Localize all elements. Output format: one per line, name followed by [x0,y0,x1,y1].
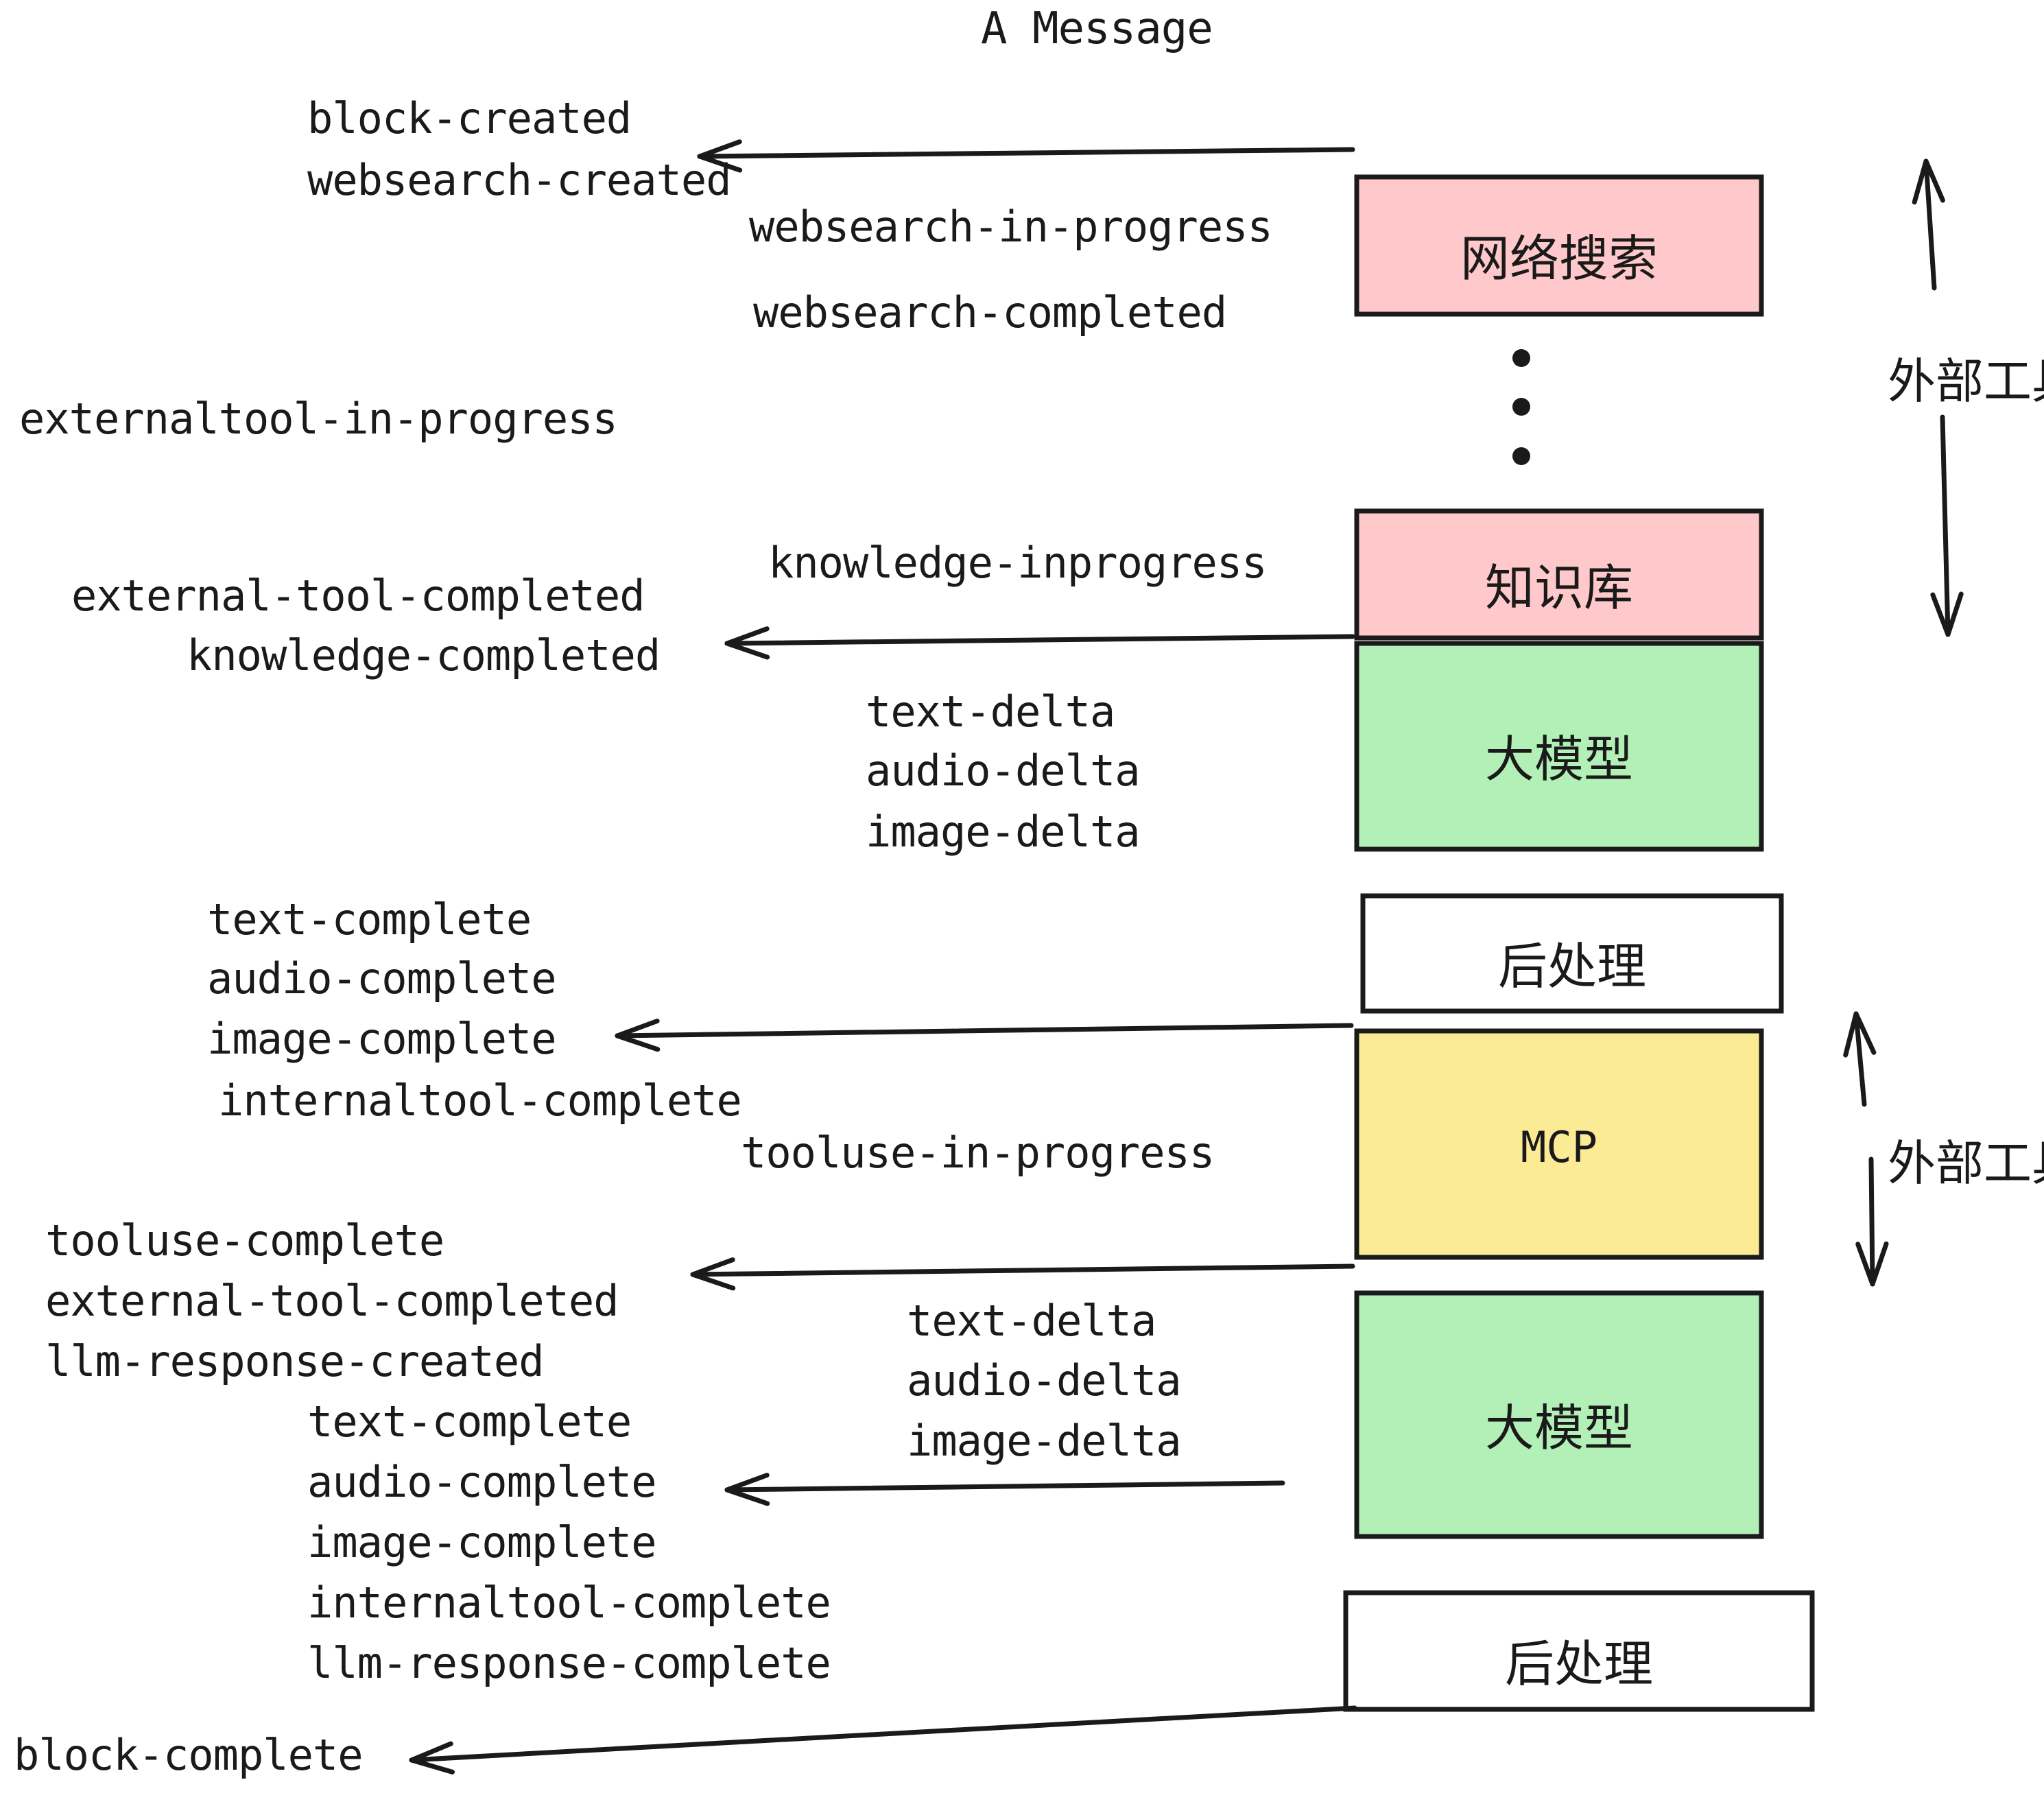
tooluse-done-arrow [690,1257,1355,1291]
external-tool-up-1 [1912,158,1945,291]
node-label-mcp: MCP [1521,1122,1597,1172]
node-box-knowledge [1354,508,1764,641]
node-label-knowledge: 知识库 [1484,558,1633,617]
image-complete-arrow [615,1019,1354,1052]
event-label: tooluse-complete [45,1215,444,1266]
event-label: websearch-completed [753,287,1227,337]
event-label: audio-complete [207,953,557,1004]
external-tool-side-label: 外部工具 [1888,1135,2044,1191]
event-label: llm-response-complete [307,1638,831,1688]
event-label: image-complete [307,1517,657,1567]
event-label: knowledge-completed [187,630,661,680]
node-box-postprocess-top [1360,893,1784,1014]
event-label: block-created [307,93,632,143]
audio-complete-arrow [724,1473,1285,1506]
boxes-layer [1343,174,1815,1712]
event-label: external-tool-completed [71,571,645,621]
ellipsis-dots [1512,349,1530,465]
ellipsis-dot-3 [1512,447,1530,465]
event-label: text-complete [307,1397,632,1447]
event-label: knowledge-inprogress [768,538,1268,588]
node-box-postprocess-bottom [1343,1590,1815,1712]
event-label: image-delta [907,1416,1182,1466]
ellipsis-dot-2 [1512,398,1530,416]
event-label: internaltool-complete [307,1578,831,1628]
event-label: image-delta [866,807,1141,857]
node-label-llm-bottom: 大模型 [1484,1399,1633,1457]
event-label: audio-delta [907,1355,1182,1405]
event-label: text-delta [866,687,1115,737]
arrows-layer [409,139,1964,1775]
external-tool-up-2 [1843,1011,1877,1107]
page-title: A Message [981,3,1213,54]
node-box-llm-top [1354,641,1764,852]
external-tool-side-label: 外部工具 [1888,353,2044,410]
node-box-mcp [1354,1028,1764,1260]
block-complete-arrow [409,1705,1357,1775]
ellipsis-dot-1 [1512,349,1530,367]
external-tool-down-1 [1930,414,1964,637]
event-label: text-delta [907,1296,1156,1346]
node-label-postprocess-top: 后处理 [1497,938,1646,995]
event-label: external-tool-completed [45,1276,619,1326]
event-label: image-complete [207,1014,557,1064]
node-label-llm-top: 大模型 [1484,731,1633,788]
event-label: block-complete [14,1730,364,1780]
event-label: tooluse-in-progress [741,1128,1215,1178]
event-label: llm-response-created [45,1336,545,1386]
event-label: externaltool-in-progress [19,394,618,444]
event-label: text-complete [207,894,532,945]
event-label: websearch-in-progress [749,202,1273,252]
node-box-llm-bottom [1354,1290,1764,1539]
block-created-arrow [697,139,1355,173]
event-label: audio-complete [307,1457,657,1507]
knowledge-done-arrow [724,626,1355,660]
node-label-websearch: 网络搜索 [1460,230,1658,287]
event-label: websearch-created [307,155,732,205]
event-label: audio-delta [866,746,1141,796]
node-box-websearch [1354,174,1764,317]
external-tool-down-2 [1855,1156,1889,1287]
event-label: internaltool-complete [218,1076,742,1126]
node-label-postprocess-bottom: 后处理 [1504,1635,1653,1693]
